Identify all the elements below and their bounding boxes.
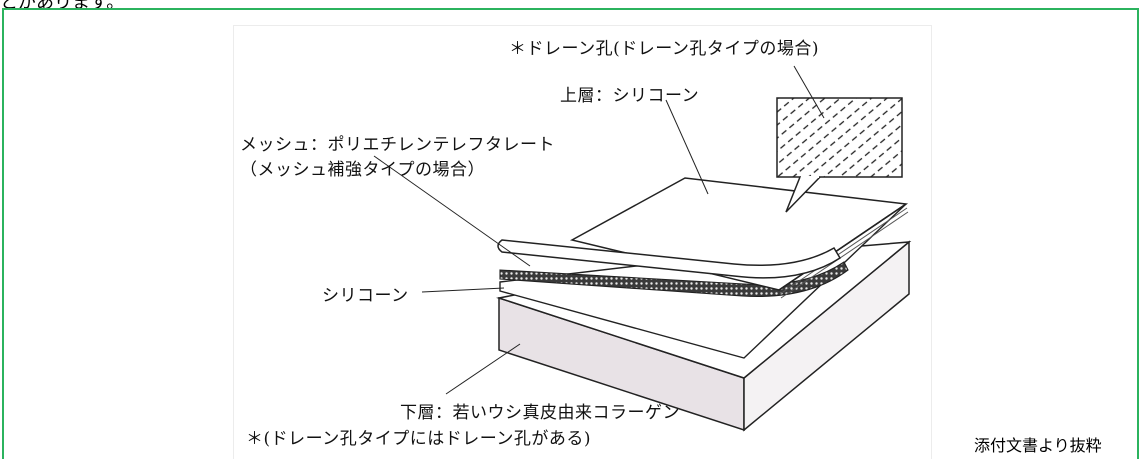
leader-silicone (421, 287, 505, 293)
callout-pointer (785, 176, 821, 213)
artificial-dermis-diagram: ＊ドレーン孔(ドレーン孔タイプの場合) 上層：シリコーン メッシュ：ポリエチレン… (234, 26, 931, 459)
label-mesh: メッシュ：ポリエチレンテレフタレート (240, 135, 555, 155)
label-lower-note: ＊(ドレーン孔タイプにはドレーン孔がある) (246, 429, 592, 449)
figure-frame (2, 8, 1139, 459)
label-upper-layer: 上層：シリコーン (560, 86, 700, 106)
drain-hole-callout (776, 97, 903, 178)
label-drain-hole: ＊ドレーン孔(ドレーン孔タイプの場合) (509, 39, 820, 59)
source-note: 添付文書より抜粋 (974, 436, 1102, 455)
leader-lower-layer (445, 343, 521, 395)
leader-drain-hole (793, 65, 825, 119)
label-mesh-note: （メッシュ補強タイプの場合） (240, 160, 485, 180)
layer-structure-illustration (373, 65, 912, 432)
label-silicone: シリコーン (322, 286, 409, 306)
label-lower-layer: 下層：若いウシ真皮由来コラーゲン (400, 403, 680, 423)
leader-upper-layer (665, 99, 709, 195)
peeled-upper-flap (497, 239, 842, 279)
leader-mesh (373, 155, 531, 267)
